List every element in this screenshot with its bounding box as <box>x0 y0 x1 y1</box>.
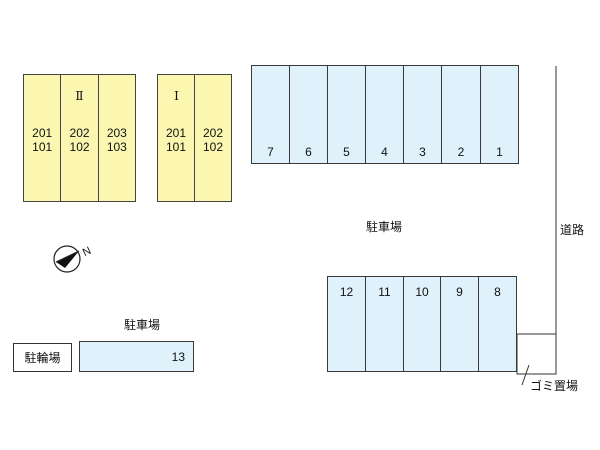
building-2-unit-col-2: 202 102 <box>61 75 99 201</box>
slot-number: 12 <box>339 285 354 299</box>
bicycle-parking: 駐輪場 <box>13 343 72 372</box>
parking-slot-3: 3 <box>403 65 442 164</box>
north-arrow-icon: N <box>52 244 98 274</box>
parking-slot-6: 6 <box>289 65 328 164</box>
parking-slot-9: 9 <box>440 276 479 372</box>
slot-number: 6 <box>305 145 312 159</box>
unit-number: 103 <box>106 140 127 154</box>
building-1-unit-col-1: 201 101 <box>158 75 195 201</box>
parking-slot-1: 1 <box>480 65 519 164</box>
unit-number: 203 <box>106 126 127 140</box>
building-1: Ⅰ 201 101 202 102 <box>157 74 232 202</box>
slot-number: 11 <box>378 285 391 299</box>
parking-slot-4: 4 <box>365 65 404 164</box>
slot-number: 1 <box>496 145 503 159</box>
unit-number: 101 <box>165 140 187 154</box>
parking-slot-11: 11 <box>365 276 404 372</box>
parking-slot-13: 13 <box>79 341 194 372</box>
parking-slot-5: 5 <box>327 65 366 164</box>
parking-slot-10: 10 <box>403 276 441 372</box>
building-2-label: Ⅱ <box>75 89 84 103</box>
road-label: 道路 <box>560 223 585 237</box>
slot-number: 2 <box>457 145 465 159</box>
bicycle-parking-label: 駐輪場 <box>24 351 61 365</box>
slot-number: 5 <box>343 145 350 159</box>
slot-number: 3 <box>419 145 426 159</box>
slot-number: 9 <box>456 285 463 299</box>
building-2-unit-col-1: 201 101 <box>24 75 62 201</box>
slot-number: 10 <box>415 285 429 299</box>
building-2: Ⅱ 201 101 202 102 203 103 <box>23 74 136 202</box>
building-2-unit-col-3: 203 103 <box>99 75 135 201</box>
garbage-leader-line <box>521 364 530 386</box>
unit-number: 102 <box>69 140 90 154</box>
building-1-label: Ⅰ <box>174 89 179 103</box>
unit-number: 202 <box>69 126 90 140</box>
slot-number: 13 <box>171 350 185 364</box>
slot-number: 7 <box>267 145 274 159</box>
unit-number: 202 <box>202 126 224 140</box>
unit-number: 201 <box>32 126 53 140</box>
unit-number: 101 <box>32 140 53 154</box>
garbage-area <box>516 333 557 375</box>
unit-number: 201 <box>165 126 187 140</box>
parking-main-label: 駐車場 <box>366 220 403 234</box>
slot-number: 4 <box>381 145 388 159</box>
slot-number: 8 <box>494 285 501 299</box>
unit-number: 102 <box>202 140 224 154</box>
parking-slot-8: 8 <box>478 276 517 372</box>
building-1-unit-col-2: 202 102 <box>195 75 231 201</box>
garbage-label: ゴミ置場 <box>530 379 579 393</box>
parking-left-label: 駐車場 <box>124 318 161 332</box>
